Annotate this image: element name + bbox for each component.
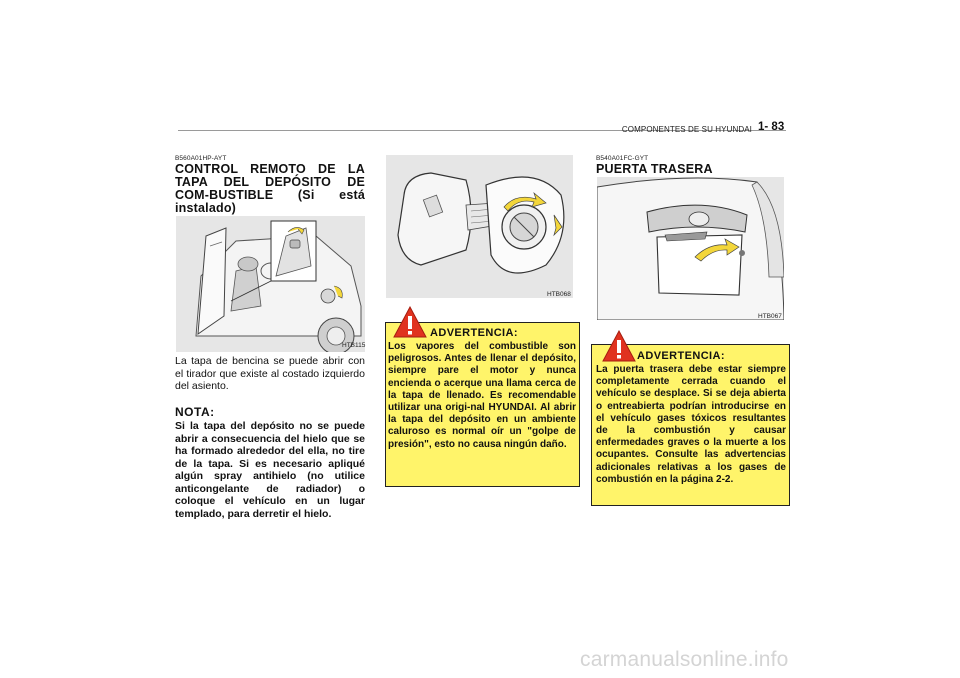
- tailgate-section: B540A01FC-GYT PUERTA TRASERA: [596, 155, 786, 176]
- fuel-door-release-illustration: [176, 216, 365, 352]
- warning-triangle-icon: [602, 330, 636, 362]
- figure-code: HTB068: [547, 291, 571, 298]
- warning-text: Los vapores del combustible son peligros…: [388, 341, 576, 450]
- warning-title: ADVERTENCIA:: [637, 350, 725, 362]
- tailgate-illustration: [597, 177, 784, 320]
- warning-triangle-icon: [393, 306, 427, 338]
- header-rule: [178, 130, 786, 131]
- warning-text: La puerta trasera debe estar siempre com…: [596, 364, 786, 485]
- figure-code: HTB067: [758, 313, 782, 320]
- note-text: Si la tapa del depósito no se puede abri…: [175, 420, 365, 520]
- note-title: NOTA:: [175, 405, 215, 419]
- tailgate-warning-box: [591, 344, 790, 506]
- page-number: 1- 83: [758, 121, 785, 133]
- section-code: B540A01FC-GYT: [596, 155, 649, 162]
- body-paragraph: La tapa de bencina se puede abrir con el…: [175, 355, 365, 392]
- header-section-title: COMPONENTES DE SU HYUNDAI: [621, 125, 752, 134]
- fuel-cap-illustration: [386, 155, 573, 298]
- section-title: CONTROL REMOTO DE LA TAPA DEL DEPÓSITO D…: [175, 162, 365, 215]
- section-title: PUERTA TRASERA: [596, 162, 713, 176]
- section-code: B560A01HP-AYT: [175, 155, 227, 162]
- fuel-warning-box: [385, 322, 580, 487]
- watermark: carmanualsonline.info: [580, 648, 789, 671]
- fuel-door-remote-section: B560A01HP-AYT CONTROL REMOTO DE LA TAPA …: [175, 155, 365, 215]
- figure-code: HTB115: [342, 342, 366, 349]
- warning-title: ADVERTENCIA:: [430, 327, 518, 339]
